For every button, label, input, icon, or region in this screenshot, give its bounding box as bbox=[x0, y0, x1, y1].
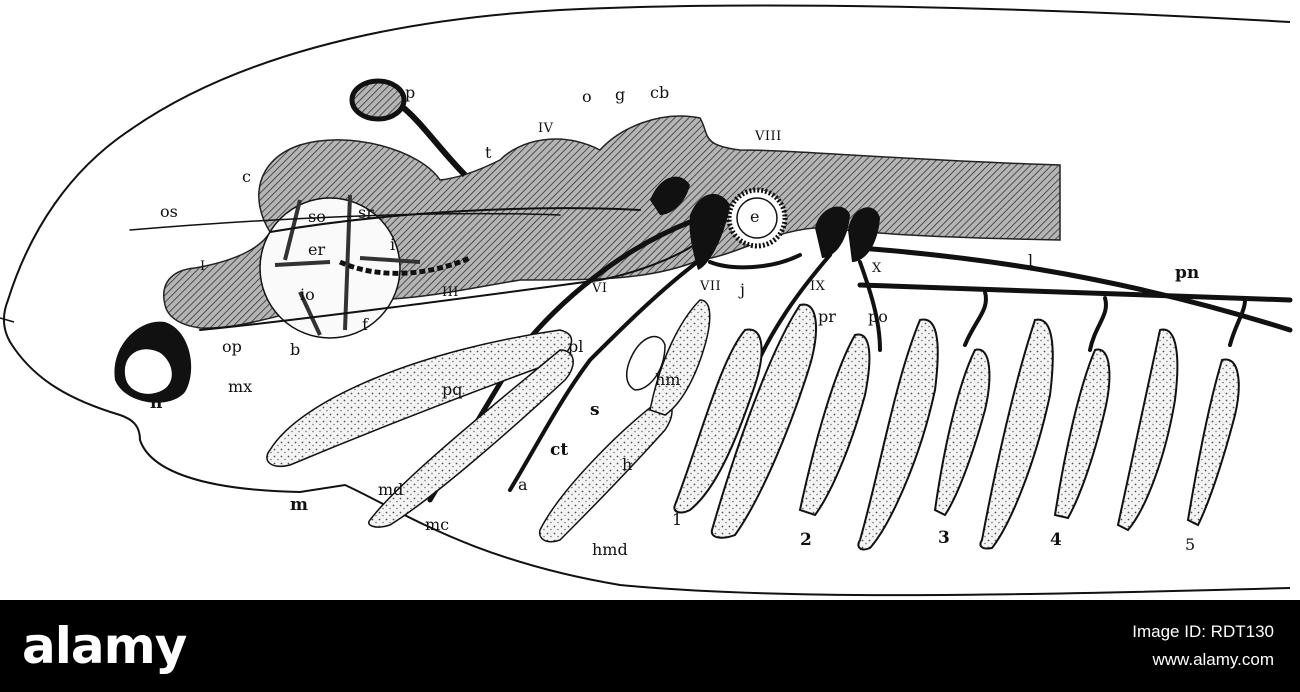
label-viii: VIII bbox=[754, 129, 782, 144]
label-x: X bbox=[872, 261, 882, 276]
optic-nerve-dashed bbox=[338, 255, 471, 276]
label-vii: VII bbox=[699, 279, 721, 294]
cut-line bbox=[0, 317, 15, 323]
eye-circle bbox=[259, 197, 401, 339]
label-m: m bbox=[290, 495, 308, 515]
label-e: e bbox=[750, 207, 759, 226]
label-po: po bbox=[868, 307, 888, 326]
label-so: so bbox=[308, 207, 326, 226]
label-b: b bbox=[290, 340, 300, 359]
label-s: s bbox=[590, 400, 600, 420]
label-pr: pr bbox=[818, 307, 836, 326]
label-p: p bbox=[405, 83, 415, 102]
label-l: l bbox=[1028, 251, 1033, 270]
label-mx: mx bbox=[228, 377, 252, 396]
site-url-text: www.alamy.com bbox=[1152, 650, 1274, 669]
label-cb: cb bbox=[650, 83, 669, 102]
label-hm: hm bbox=[655, 370, 680, 389]
label-iii: III bbox=[442, 285, 459, 300]
label-h: h bbox=[622, 455, 632, 474]
gill-bars bbox=[673, 303, 1240, 551]
label-g: g bbox=[615, 85, 625, 104]
label-a: a bbox=[518, 475, 528, 494]
label-arch-1: 1 bbox=[672, 510, 682, 529]
label-t: t bbox=[485, 143, 492, 162]
label-pl: pl bbox=[568, 337, 583, 356]
image-id-text: Image ID: RDT130 bbox=[1132, 622, 1274, 641]
label-pq: pq bbox=[442, 380, 462, 399]
embryo-head-diagram: p o g cb IV VIII t c os so sr e er i I i… bbox=[0, 4, 1293, 597]
label-n: n bbox=[150, 393, 162, 413]
label-vi: VI bbox=[591, 281, 608, 296]
label-sr: sr bbox=[358, 203, 374, 222]
watermark-banner: alamy Image ID: RDT130 www.alamy.com bbox=[0, 600, 1300, 692]
pineal-stalk bbox=[398, 102, 468, 178]
label-hmd: hmd bbox=[592, 540, 628, 559]
label-ct: ct bbox=[550, 440, 568, 460]
figure-labels: p o g cb IV VIII t c os so sr e er i I i… bbox=[150, 83, 1199, 559]
label-f: f bbox=[362, 315, 369, 334]
nasal-folds bbox=[123, 348, 173, 395]
label-arch-2: 2 bbox=[800, 530, 812, 550]
label-md: md bbox=[378, 480, 403, 499]
label-er: er bbox=[308, 240, 325, 259]
label-i: i bbox=[390, 235, 395, 254]
label-one: I bbox=[200, 259, 206, 274]
pineal-body bbox=[349, 78, 407, 122]
label-c: c bbox=[242, 167, 251, 186]
label-io: io bbox=[300, 285, 315, 304]
label-arch-3: 3 bbox=[938, 528, 950, 548]
label-j: j bbox=[738, 280, 745, 299]
label-iv: IV bbox=[538, 121, 554, 136]
ear-vesicle-inner bbox=[736, 197, 778, 239]
nerves bbox=[129, 207, 1293, 503]
head-outline bbox=[2, 4, 1291, 597]
cranial-ganglia bbox=[650, 176, 880, 270]
label-arch-4: 4 bbox=[1050, 530, 1062, 550]
label-ix: IX bbox=[810, 279, 826, 294]
label-op: op bbox=[222, 337, 242, 356]
label-arch-5: 5 bbox=[1185, 535, 1195, 554]
label-pn: pn bbox=[1175, 263, 1199, 283]
visceral-arches bbox=[266, 299, 711, 543]
label-o: o bbox=[582, 87, 592, 106]
alamy-logo: alamy bbox=[22, 617, 187, 675]
label-mc: mc bbox=[425, 515, 449, 534]
label-os: os bbox=[160, 202, 178, 221]
eye-muscles bbox=[274, 194, 421, 336]
